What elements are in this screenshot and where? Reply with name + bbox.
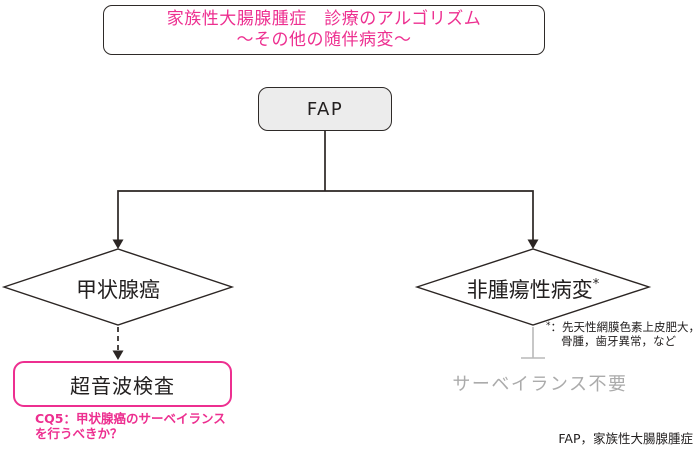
dashed-arrowhead-icon [112,350,124,360]
footnote-asterisk-marker: * [546,321,551,331]
right-arrowhead-icon [527,239,539,249]
cq5-note: CQ5：甲状腺癌のサーベイランス を行うべきか？ [35,411,226,441]
non-neoplastic-diamond-label: 非腫瘍性病変* [423,274,643,304]
footnote-line1-text: ：先天性網膜色素上皮肥大， [550,320,700,334]
thyroid-cancer-diamond-label: 甲状腺癌 [76,278,160,302]
footnote-line1: *：先天性網膜色素上皮肥大， [546,320,700,335]
title-line2: ～その他の随伴病変～ [236,30,412,50]
asterisk-footnote: *：先天性網膜色素上皮肥大， 骨腫，歯牙異常，など [546,320,700,348]
title-box: 家族性大腸腺腫症 診療のアルゴリズム ～その他の随伴病変～ [103,5,545,55]
branch-rail-line [117,190,534,240]
footnote-line2: 骨腫，歯牙異常，など [561,333,676,348]
no-surveillance-label: サーベイランス不要 [452,374,628,395]
cq5-note-line2: を行うべきか？ [35,425,123,441]
cq5-note-line1: CQ5：甲状腺癌のサーベイランス [35,411,226,426]
ultrasound-exam-box: 超音波検査 [13,361,232,407]
title-line1: 家族性大腸腺腫症 診療のアルゴリズム [166,9,482,29]
left-diamond-shape [1,248,235,326]
non-neoplastic-text: 非腫瘍性病変 [466,278,593,302]
abbreviation-note: FAP，家族性大腸腺腫症 [558,431,693,446]
right-diamond-shape [414,248,652,326]
left-arrowhead-icon [112,239,124,249]
fap-node: FAP [258,87,392,131]
asterisk-marker: * [592,277,600,292]
